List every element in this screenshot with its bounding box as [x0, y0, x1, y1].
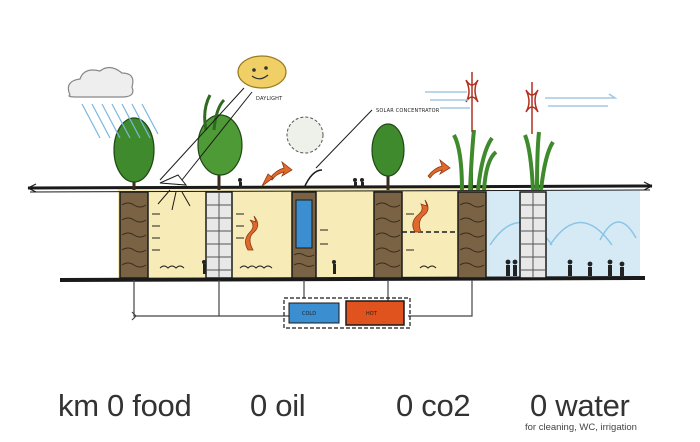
shaft-rungs: [206, 192, 546, 278]
floor-slab: [59, 276, 646, 282]
solar-collector: [303, 169, 323, 189]
mist-arc-3: [599, 221, 637, 241]
roof-right-arrow: [643, 181, 653, 191]
caption-water-subtext: for cleaning, WC, irrigation: [525, 422, 637, 433]
water-mist-area: [485, 190, 640, 278]
wind-lines: [425, 91, 618, 109]
people-figures: [202, 178, 625, 276]
hot-tank: [345, 300, 405, 326]
daylight-label: DAYLIGHT: [256, 96, 283, 102]
water-column: [295, 199, 313, 249]
ventilation-arrows: [152, 213, 437, 269]
caption-co2: 0 co2: [396, 388, 471, 423]
solar-concentrator-label: SOLAR CONCENTRATOR: [376, 108, 440, 114]
soil-texture: [121, 202, 485, 268]
hot-tank-label: HOT: [366, 311, 378, 317]
caption-oil: 0 oil: [250, 388, 306, 423]
caption-food: km 0 food: [58, 388, 192, 423]
caption-water: 0 water: [530, 388, 630, 423]
solar-concentrator-leader: [315, 109, 373, 169]
cold-tank: [288, 302, 340, 324]
roof-left-arrow: [27, 183, 37, 193]
daylight-rays: [157, 87, 253, 211]
mist-arc-2: [549, 221, 613, 246]
sun-icon: [237, 55, 287, 89]
rain-cloud: [67, 66, 159, 139]
skylight-prism: [159, 174, 188, 186]
ghost-tree: [286, 116, 324, 154]
warm-air-arrows: [245, 158, 451, 251]
tanks-enclosure: [283, 297, 411, 329]
roof-trees: [113, 94, 555, 191]
wind-turbines: [465, 72, 539, 134]
cold-tank-label: COLD: [302, 311, 316, 317]
roof-slab: [27, 184, 653, 190]
